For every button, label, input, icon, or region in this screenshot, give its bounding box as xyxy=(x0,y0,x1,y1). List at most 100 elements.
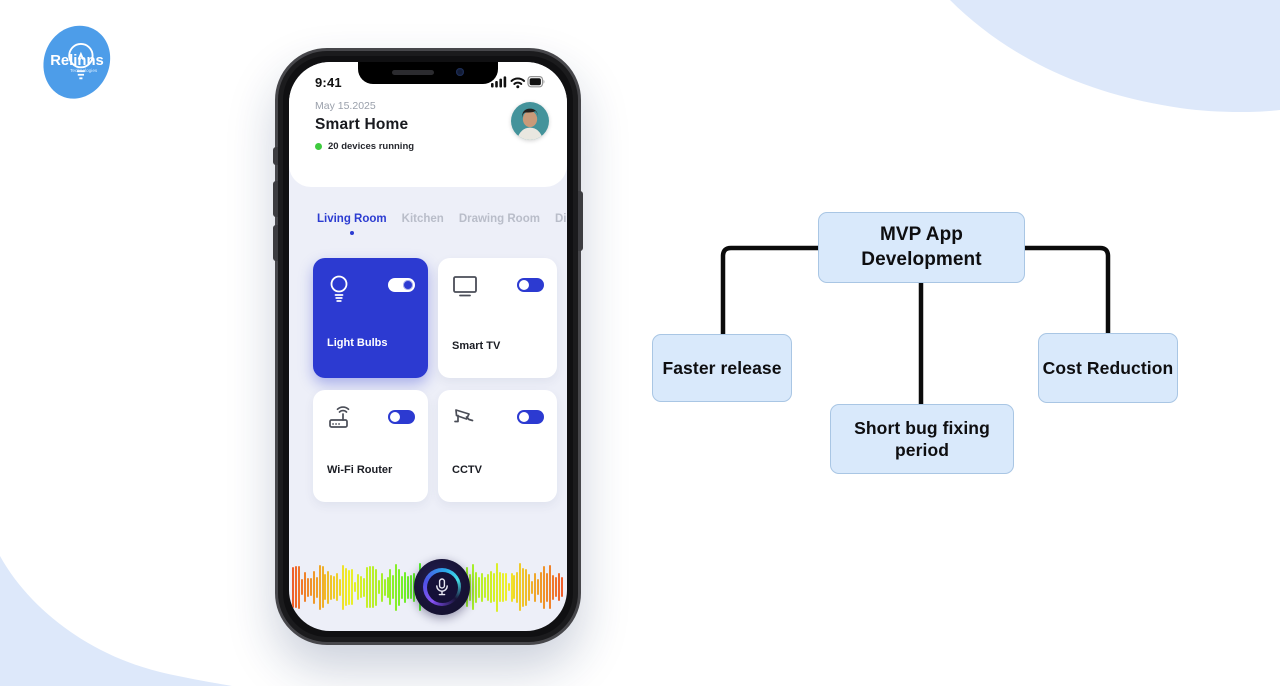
cctv-toggle[interactable] xyxy=(517,410,544,424)
wifi-icon xyxy=(510,77,526,85)
phone-mockup: 9:41 xyxy=(273,48,583,645)
volume-up-button xyxy=(273,181,278,217)
cctv-camera-icon xyxy=(454,409,474,423)
connector-root-to-faster-release xyxy=(720,245,818,334)
status-time: 9:41 xyxy=(315,74,342,90)
waveform-bar xyxy=(516,571,519,603)
tab-drawing-room[interactable]: Drawing Room xyxy=(458,213,540,225)
waveform-bar xyxy=(537,579,540,595)
waveform-bar xyxy=(528,573,531,601)
logo-subtitle-text: Technologies xyxy=(70,68,98,73)
waveform-bar xyxy=(475,571,478,603)
wifi-router-icon xyxy=(329,406,350,428)
waveform-bar xyxy=(495,562,498,612)
waveform-bar xyxy=(312,570,315,604)
waveform-bar xyxy=(345,568,348,606)
device-card-wifi-router[interactable]: Wi-Fi Router xyxy=(313,390,428,502)
device-card-light-bulbs[interactable]: Light Bulbs xyxy=(313,258,428,378)
device-cards: Light Bulbs Smart TV xyxy=(289,237,567,502)
device-card-smart-tv[interactable]: Smart TV xyxy=(438,258,557,378)
toggle-knob xyxy=(519,280,529,290)
device-card-cctv[interactable]: CCTV xyxy=(438,390,557,502)
phone-screen: 9:41 xyxy=(289,62,567,631)
waveform-bar xyxy=(554,577,557,597)
waveform-bar xyxy=(309,578,312,596)
waveform-bar xyxy=(351,569,354,605)
waveform-bar xyxy=(292,566,294,608)
header-date: May 15.2025 xyxy=(315,100,376,112)
waveform-bar xyxy=(513,575,516,599)
toggle-knob xyxy=(519,412,529,422)
waveform-bar xyxy=(489,571,492,603)
waveform-bar xyxy=(321,566,324,608)
waveform-bar xyxy=(492,572,495,602)
waveform-bar xyxy=(410,575,413,599)
waveform-bar xyxy=(333,575,336,599)
waveform-bar xyxy=(472,564,475,610)
waveform-bar xyxy=(504,573,507,601)
microphone-button[interactable] xyxy=(414,559,470,615)
waveform-bar xyxy=(519,563,522,611)
waveform-bar xyxy=(557,573,560,601)
waveform-bar xyxy=(380,572,383,602)
waveform-bar xyxy=(469,573,472,601)
waveform-bar xyxy=(498,572,501,602)
waveform-bar xyxy=(392,575,395,599)
waveform-bar xyxy=(365,566,368,608)
notch xyxy=(358,62,498,84)
waveform-bar xyxy=(362,577,365,597)
mic-glow-ring xyxy=(423,568,461,606)
waveform-bar xyxy=(336,573,339,601)
tab-kitchen[interactable]: Kitchen xyxy=(401,213,444,225)
waveform-bar xyxy=(404,571,407,603)
waveform-bar xyxy=(342,564,345,610)
waveform-bar xyxy=(330,574,333,600)
diagram-node-cost-reduction: Cost Reduction xyxy=(1038,333,1178,403)
diagram-node-mvp-app-development: MVP App Development xyxy=(818,212,1025,283)
waveform-bar xyxy=(478,576,481,598)
toggle-knob xyxy=(390,412,400,422)
waveform-bar xyxy=(354,582,357,592)
waveform-bar xyxy=(483,576,486,598)
logo-brand-text: Relinns xyxy=(50,53,104,69)
device-name: Wi-Fi Router xyxy=(327,464,393,476)
devices-status-label: 20 devices running xyxy=(328,141,415,152)
waveform-bar xyxy=(356,574,359,600)
waveform-bar xyxy=(540,571,543,603)
waveform-bar xyxy=(303,572,306,602)
waveform-bar xyxy=(300,579,303,595)
microphone-icon xyxy=(436,578,448,596)
signal-icon xyxy=(491,76,507,88)
waveform-bar xyxy=(551,574,554,600)
light-bulbs-toggle[interactable] xyxy=(388,278,415,292)
smart-tv-toggle[interactable] xyxy=(517,278,544,292)
lightbulb-icon xyxy=(68,43,94,80)
avatar[interactable] xyxy=(511,102,549,140)
waveform-bar xyxy=(324,574,327,600)
waveform-bar xyxy=(383,578,386,596)
status-bar: 9:41 xyxy=(289,62,567,92)
waveform-bar xyxy=(348,569,351,605)
waveform-bar xyxy=(507,583,510,591)
wave-bottom-left xyxy=(0,556,232,686)
waveform-bar xyxy=(510,572,513,602)
waveform-bar xyxy=(306,577,309,597)
waveform-bar xyxy=(294,566,297,608)
waveform-bar xyxy=(531,580,534,594)
connector-root-to-cost-reduction xyxy=(1025,245,1111,333)
diagram-node-short-bug-fixing-period: Short bug fixing period xyxy=(830,404,1014,474)
light-bulb-icon xyxy=(330,275,348,302)
waveform-bar xyxy=(297,565,300,609)
tab-dinning-room[interactable]: Dinning Room xyxy=(554,213,567,225)
tab-living-room[interactable]: Living Room xyxy=(317,213,387,237)
waveform-bar xyxy=(486,573,489,601)
waveform-bar xyxy=(560,577,563,597)
waveform-bar xyxy=(481,572,483,602)
wifi-router-toggle[interactable] xyxy=(388,410,415,424)
status-green-dot xyxy=(315,143,322,150)
waveform-bar xyxy=(543,565,546,609)
diagram-node-faster-release: Faster release xyxy=(652,334,792,402)
device-name: Light Bulbs xyxy=(327,337,388,349)
waveform-bar xyxy=(534,572,537,602)
wifi-dot xyxy=(516,85,520,89)
